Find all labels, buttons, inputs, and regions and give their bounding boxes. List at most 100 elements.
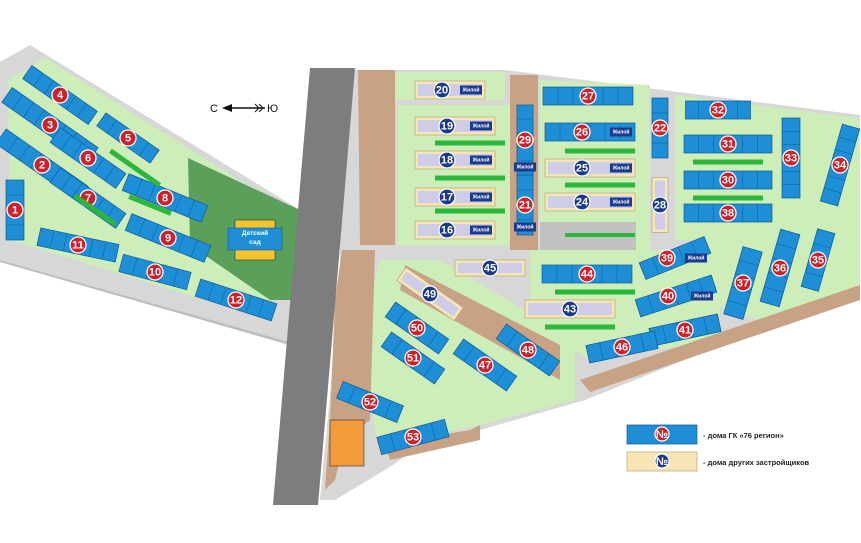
house-number: 8 xyxy=(162,193,168,205)
legend-own-badge-text: № xyxy=(656,429,668,441)
sports-ground xyxy=(329,419,365,467)
house-number: 19 xyxy=(441,121,453,133)
residential-tag xyxy=(460,85,482,95)
house-number-badge xyxy=(658,249,676,267)
house-number: 32 xyxy=(712,105,724,117)
residential-tag-text: Жилой xyxy=(612,128,630,135)
house-section-line xyxy=(703,316,708,335)
house-section-line xyxy=(838,136,857,143)
house-number: 50 xyxy=(411,323,423,335)
house-number: 37 xyxy=(737,278,749,290)
house-number: 43 xyxy=(564,304,576,316)
house-section-line xyxy=(662,325,667,344)
house-number-badge xyxy=(573,123,591,141)
house-number: 10 xyxy=(149,267,161,279)
main-road xyxy=(273,68,355,505)
house-number-badge xyxy=(651,119,669,137)
house-section-line xyxy=(93,158,105,174)
house-section-line xyxy=(60,135,72,151)
house-section-line xyxy=(187,200,195,218)
residential-tag-text: Жилой xyxy=(687,254,705,261)
kindergarten-label-2: сад xyxy=(249,239,260,246)
house-number-badge xyxy=(438,221,456,239)
house-section-line xyxy=(23,102,34,118)
house-section-line xyxy=(33,73,43,87)
residential-tag xyxy=(610,127,632,137)
path-south-east xyxy=(580,285,860,392)
residential-tag xyxy=(691,291,713,301)
house-number-badge xyxy=(119,129,137,147)
house-number: 22 xyxy=(654,123,666,135)
house-section-line xyxy=(104,165,116,181)
green-strip xyxy=(555,289,635,295)
house-number-badge xyxy=(516,131,534,149)
house-section-line xyxy=(66,95,76,110)
house-section-line xyxy=(71,142,83,158)
house-number-badge xyxy=(831,156,849,174)
green-strip xyxy=(435,140,505,146)
house-section-line xyxy=(33,109,45,125)
house-number: 45 xyxy=(484,263,496,275)
house-section-line xyxy=(727,300,747,307)
house-section-line xyxy=(135,178,143,196)
residential-tag-text: Жилой xyxy=(516,223,534,230)
residential-tag-text: Жилой xyxy=(612,164,630,171)
house-section-line xyxy=(220,287,227,305)
house-number-badge xyxy=(156,189,174,207)
house-number: 3 xyxy=(47,120,53,132)
residential-tag-text: Жилой xyxy=(462,86,480,93)
legend-own-badge xyxy=(654,426,670,442)
house-section-line xyxy=(805,271,823,278)
legend-other-label: - дома других застройщиков xyxy=(703,458,810,467)
house-number-badge xyxy=(33,156,51,174)
house-number-badge xyxy=(613,338,631,356)
house-section-line xyxy=(599,342,604,361)
house-section-line xyxy=(677,246,686,264)
house-section-line xyxy=(647,295,654,313)
house-number: 48 xyxy=(522,345,534,357)
residential-tag xyxy=(610,197,632,207)
legend-own-label: - дома ГК «76 регион» xyxy=(703,431,784,440)
green-strip xyxy=(565,233,635,237)
house-number-badge xyxy=(404,428,422,446)
residential-tag-text: Жилой xyxy=(472,226,490,233)
house-section-line xyxy=(395,309,407,325)
house-number: 41 xyxy=(679,325,691,337)
house-number: 44 xyxy=(581,269,594,281)
house-number: 6 xyxy=(85,153,91,165)
house-number: 17 xyxy=(441,192,453,204)
house-section-line xyxy=(823,187,842,194)
house-section-line xyxy=(60,175,72,191)
house-section-line xyxy=(384,400,392,418)
house-number: 49 xyxy=(424,289,436,301)
house-number: 2 xyxy=(39,160,45,172)
house-number-badge xyxy=(51,86,69,104)
house-number: 11 xyxy=(72,240,84,252)
house-section-line xyxy=(391,339,403,355)
house-section-line xyxy=(49,230,55,249)
compass-south-label: Ю xyxy=(267,103,278,115)
residential-tag xyxy=(470,121,492,131)
house-section-line xyxy=(245,295,252,313)
house-section-line xyxy=(101,241,107,260)
house-section-line xyxy=(7,136,19,153)
green-strip xyxy=(693,159,763,165)
house-number: 28 xyxy=(654,200,666,212)
house-section-line xyxy=(776,243,796,250)
residential-tag xyxy=(470,225,492,235)
residential-tag-text: Жилой xyxy=(693,292,711,299)
house-number-badge xyxy=(227,291,245,309)
house-section-line xyxy=(495,368,507,384)
green-strip xyxy=(565,148,635,154)
house-number: 1 xyxy=(12,205,18,217)
residential-tag xyxy=(514,162,536,172)
house-section-line xyxy=(139,142,149,156)
house-number-badge xyxy=(146,263,164,281)
house-section-line xyxy=(739,259,759,266)
house-section-line xyxy=(12,94,24,110)
residential-tag xyxy=(610,163,632,173)
house-number-badge xyxy=(709,101,727,119)
house-number: 36 xyxy=(774,263,786,275)
green-strips xyxy=(73,140,763,330)
